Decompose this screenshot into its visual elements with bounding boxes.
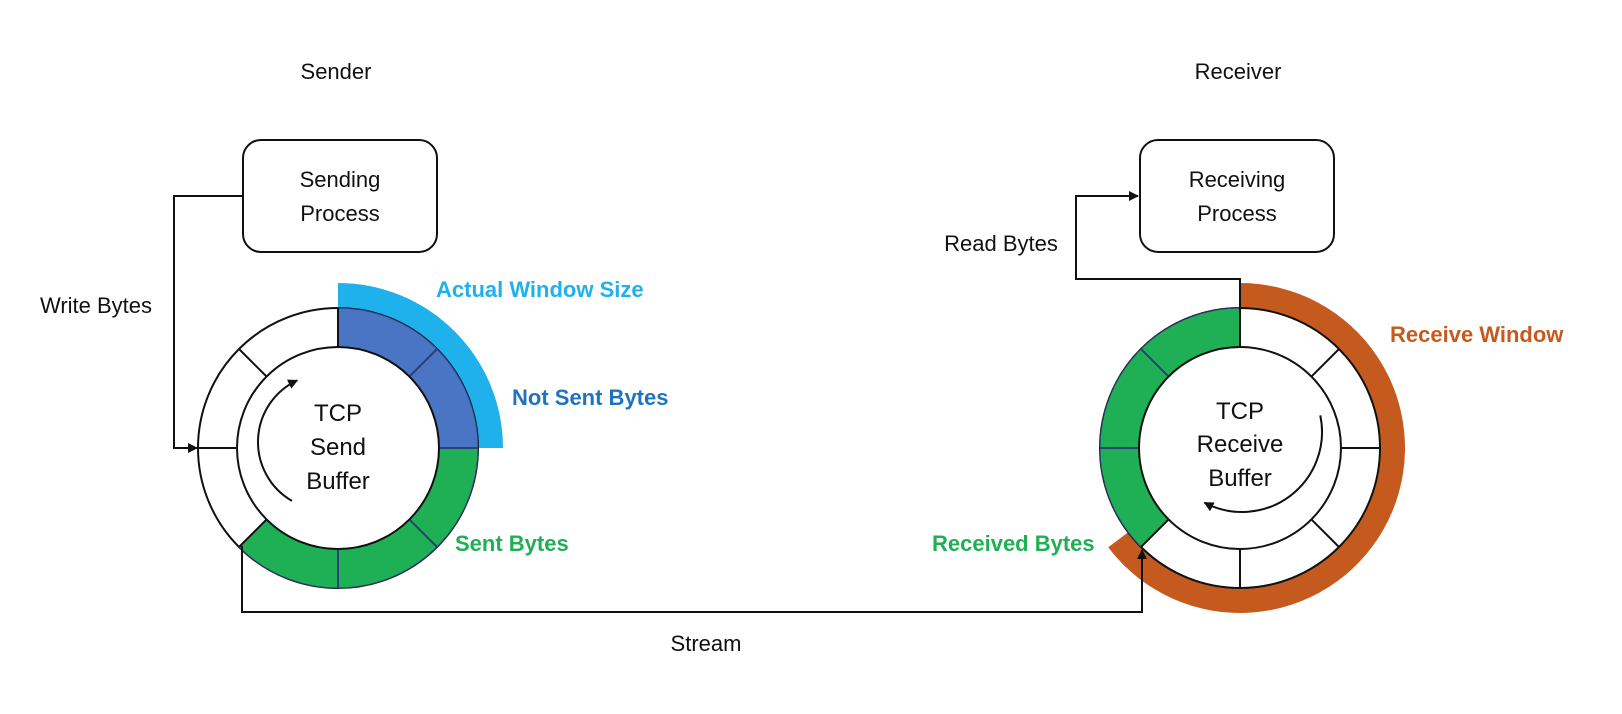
write-bytes-label: Write Bytes [40, 293, 152, 318]
actual-window-size-label: Actual Window Size [436, 277, 644, 302]
read-bytes-label: Read Bytes [944, 231, 1058, 256]
not-sent-bytes-label: Not Sent Bytes [512, 385, 668, 410]
recv-slot-divider [1140, 348, 1170, 378]
recv-slot-divider [1310, 518, 1340, 548]
receiving-process-line1: Receiving [1189, 167, 1286, 192]
recv-slot-divider [1140, 518, 1170, 548]
sending-process-line1: Sending [300, 167, 381, 192]
sending-process-box: Sending Process [242, 139, 438, 253]
send-slot-divider [238, 518, 268, 548]
receiving-process-line2: Process [1197, 201, 1276, 226]
receive-window-arc [1123, 283, 1405, 614]
stream-connector [241, 546, 1147, 613]
send-buffer-ring [197, 283, 503, 589]
receive-window-label: Receive Window [1390, 322, 1564, 347]
write-bytes-connector [173, 195, 243, 453]
recv-buffer-line2: Receive [1197, 431, 1284, 458]
recv-rotation-arrow [1203, 415, 1323, 513]
send-slot-divider [238, 348, 268, 378]
receive-buffer-ring [1099, 283, 1405, 614]
send-slot-divider [408, 348, 438, 378]
receiver-title: Receiver [1195, 59, 1282, 84]
sender-title: Sender [301, 59, 372, 84]
stream-label: Stream [671, 631, 742, 656]
recv-inner-circle [1138, 346, 1342, 550]
actual-window-arc [338, 283, 503, 448]
send-rotation-arrow [257, 379, 299, 502]
recv-slot-divider [1310, 348, 1340, 378]
send-buffer-line3: Buffer [306, 468, 370, 495]
recv-buffer-line1: TCP [1216, 398, 1264, 425]
send-buffer-line2: Send [310, 434, 366, 461]
send-buffer-line1: TCP [314, 400, 362, 427]
receiving-process-box: Receiving Process [1139, 139, 1335, 253]
recv-buffer-line3: Buffer [1208, 465, 1272, 492]
read-bytes-connector [1075, 191, 1241, 308]
sending-process-line2: Process [300, 201, 379, 226]
sent-bytes-label: Sent Bytes [455, 531, 569, 556]
received-bytes-label: Received Bytes [932, 531, 1095, 556]
send-slot-divider [408, 518, 438, 548]
